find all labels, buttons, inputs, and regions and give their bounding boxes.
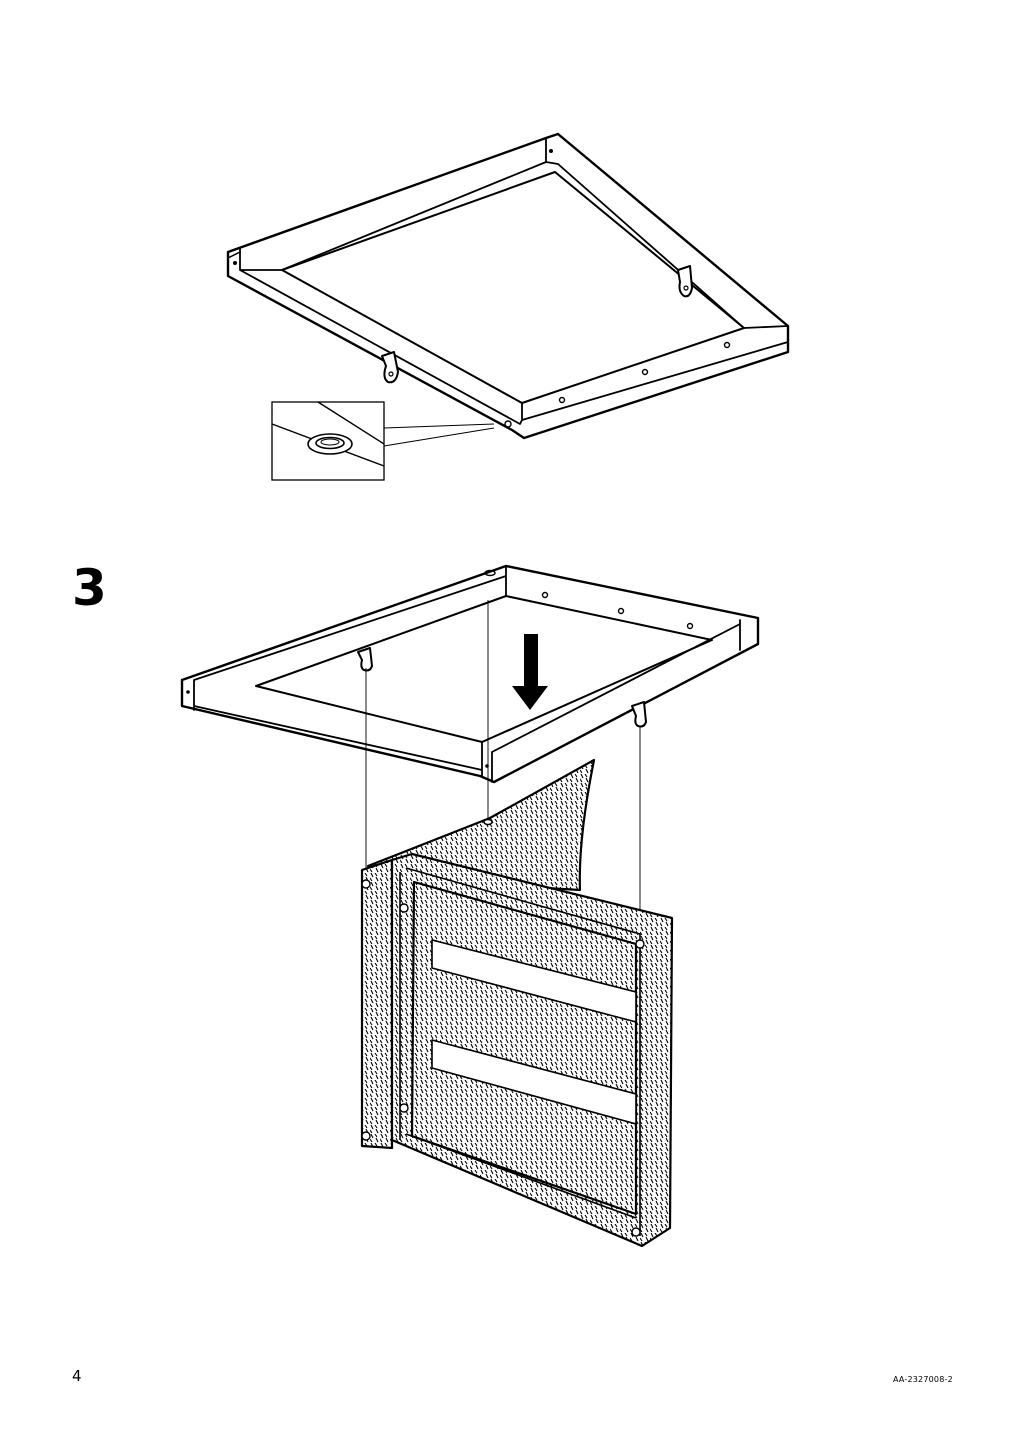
document-code: AA-2327008-2 [893, 1375, 953, 1384]
step3-frame-illustration [180, 564, 760, 784]
step-number: 3 [72, 559, 107, 617]
glide-detail-callout [271, 401, 495, 481]
top-frame-illustration [226, 132, 790, 440]
page-number: 4 [72, 1367, 82, 1385]
alignment-guides [365, 600, 641, 938]
woven-seat-illustration [360, 758, 674, 1248]
down-arrow-icon [512, 634, 548, 710]
